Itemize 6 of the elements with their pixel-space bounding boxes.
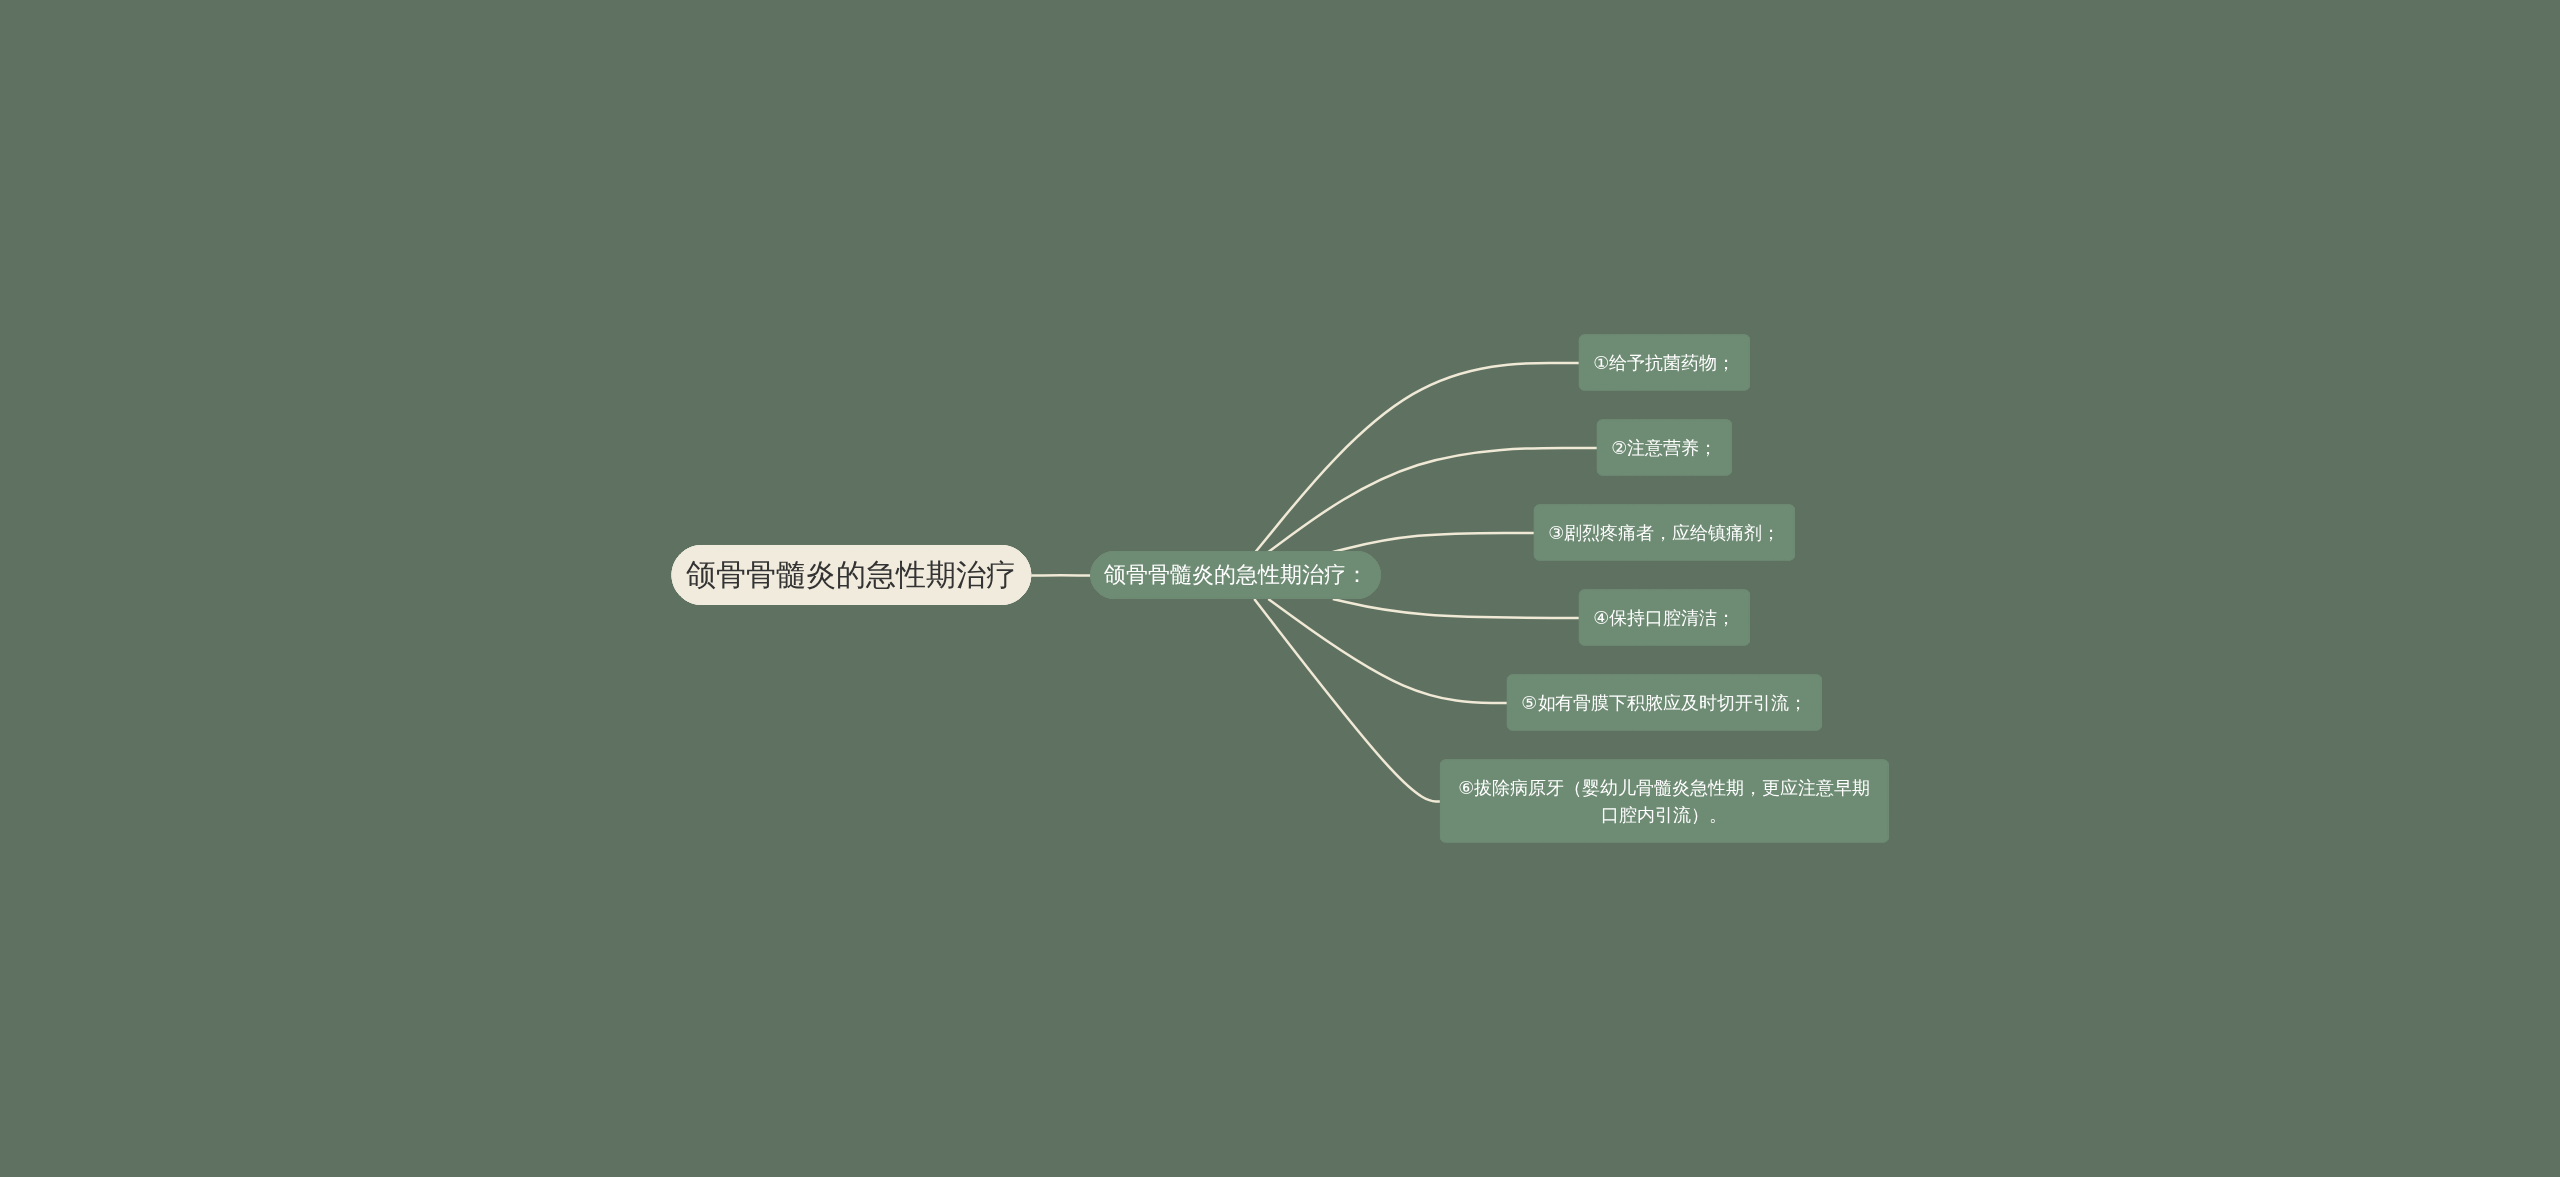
connector: [1267, 597, 1508, 705]
connector: [1332, 597, 1580, 620]
connector: [1267, 446, 1598, 553]
connector: [1030, 573, 1091, 577]
connector: [1254, 361, 1580, 553]
connector: [1253, 598, 1441, 803]
